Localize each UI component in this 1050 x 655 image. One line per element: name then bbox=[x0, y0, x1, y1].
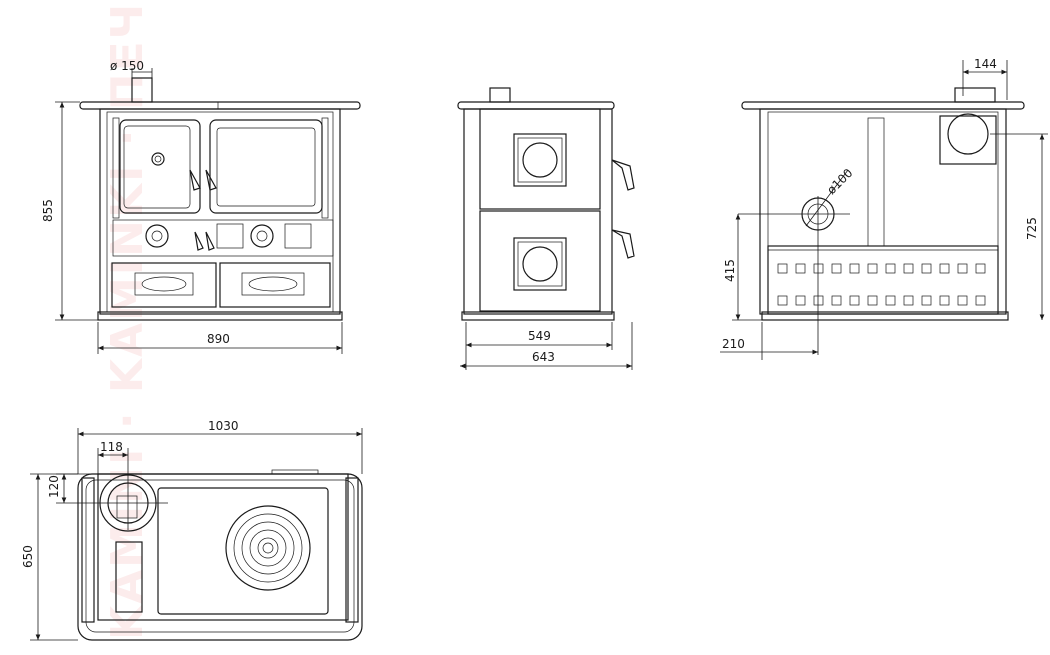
vent-slot bbox=[849, 295, 860, 306]
vent-slot bbox=[975, 295, 986, 306]
dim-rear-offset: 144 bbox=[974, 57, 997, 71]
vent-slot bbox=[957, 295, 968, 306]
vent-slot bbox=[867, 295, 878, 306]
vent-slot bbox=[777, 263, 788, 274]
vent-slot bbox=[867, 263, 878, 274]
dim-offset-secondary: 210 bbox=[722, 337, 745, 351]
dim-width-top: 1030 bbox=[208, 419, 239, 433]
vent-slot bbox=[795, 295, 806, 306]
front-dimensions: ø 150 855 890 bbox=[41, 59, 343, 354]
dim-height: 855 bbox=[41, 199, 55, 222]
vent-slot bbox=[921, 263, 932, 274]
vent-slot bbox=[831, 295, 842, 306]
vent-slot bbox=[813, 263, 824, 274]
front-view bbox=[79, 77, 361, 321]
side-view bbox=[457, 87, 635, 321]
dim-secondary-diameter: ø100 bbox=[824, 166, 855, 197]
vent-slot bbox=[903, 263, 914, 274]
vent-slot bbox=[777, 295, 788, 306]
dim-flue-offset-x: 118 bbox=[100, 440, 123, 454]
dim-depth-inner: 549 bbox=[528, 329, 551, 343]
vent-slot bbox=[813, 295, 824, 306]
dim-flue-front: ø 150 bbox=[110, 59, 144, 73]
dim-depth-top: 650 bbox=[21, 545, 35, 568]
vent-slot bbox=[885, 295, 896, 306]
vent-slot bbox=[921, 295, 932, 306]
dim-height-secondary: 415 bbox=[723, 259, 737, 282]
side-dimensions: 549 643 bbox=[460, 322, 633, 370]
dim-width-front: 890 bbox=[207, 332, 230, 346]
vent-slot bbox=[885, 263, 896, 274]
dim-flue-offset-y: 120 bbox=[47, 475, 61, 498]
rear-view bbox=[741, 87, 1025, 321]
vent-slot bbox=[903, 295, 914, 306]
dim-depth-total: 643 bbox=[532, 350, 555, 364]
vent-slot bbox=[849, 263, 860, 274]
vent-slot bbox=[939, 295, 950, 306]
vent-slot bbox=[939, 263, 950, 274]
top-dimensions: 1030 118 120 650 bbox=[21, 419, 363, 641]
vent-slot bbox=[957, 263, 968, 274]
dim-height-rear-flue: 725 bbox=[1025, 217, 1039, 240]
vent-slot bbox=[975, 263, 986, 274]
vent-slot bbox=[831, 263, 842, 274]
vent-slot bbox=[795, 263, 806, 274]
